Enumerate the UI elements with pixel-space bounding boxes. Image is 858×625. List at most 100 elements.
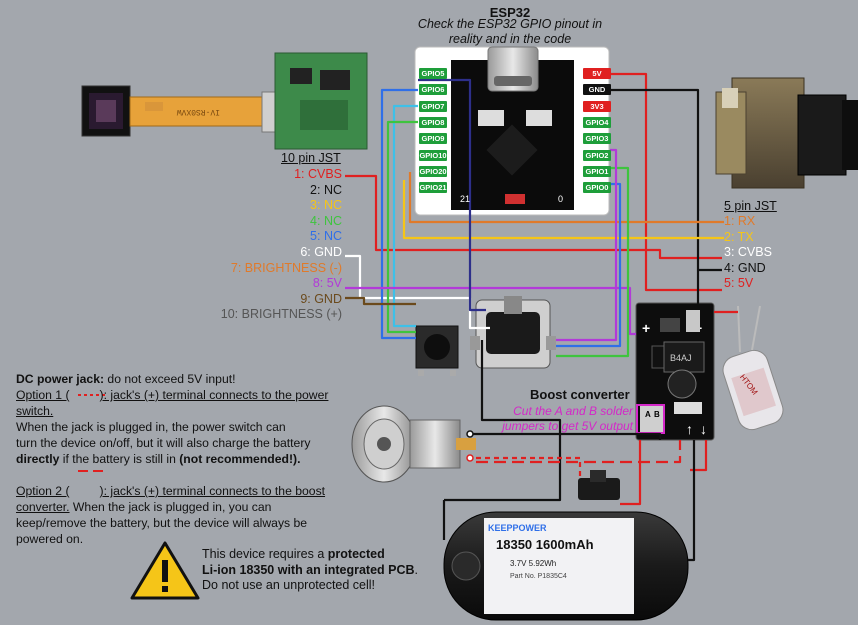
opt2-line2: converter.: [16, 500, 70, 514]
wire-gpio-blue: [380, 88, 418, 340]
wire-gnd-brown: [345, 296, 416, 306]
warning-l2a: Li-ion 18350 with an integrated PCB: [202, 562, 415, 577]
dc-jack-notes: DC power jack: do not exceed 5V input! O…: [16, 371, 356, 547]
jst10-pin-2: 2: NC: [310, 182, 342, 197]
wire-5v-red: [610, 72, 722, 292]
jst5-pin-4: 4: GND: [724, 260, 766, 275]
esp32-pin-gpio8: GPIO8: [419, 116, 447, 128]
jst5-pin-5: 5: 5V: [724, 276, 754, 291]
wire-vin-red: [620, 440, 642, 506]
wire-jack-opt1: [476, 456, 582, 480]
wire-bplus-red: [690, 440, 708, 472]
esp32-note-line2: reality and in the code: [448, 32, 572, 46]
battery-model: 18350 1600mAh: [496, 537, 594, 552]
boost-chip-label: B4AJ: [670, 353, 692, 363]
battery-brand: KEEPPOWER: [488, 523, 547, 533]
jst10-pin-3: 3: NC: [310, 198, 342, 213]
wire-gpio-navy: [418, 78, 486, 312]
opt1-line3: turn the device on/off, but it will also…: [16, 436, 311, 450]
esp32-pin-gpio20: GPIO20: [419, 165, 447, 177]
wire-gpio-purple: [345, 286, 636, 336]
warning-l3: Do not use an unprotected cell!: [202, 578, 376, 592]
warning-text: This device requires a protected Li-ion …: [202, 547, 442, 594]
opt1-bold1: directly: [16, 452, 60, 466]
esp32-pin-gpio10: GPIO10: [419, 149, 447, 161]
power-switch: [578, 470, 620, 500]
esp32-pin-gpio7: GPIO7: [419, 100, 447, 112]
wire-gpio3-purple: [556, 148, 618, 342]
wire-jack-opt2: [476, 440, 682, 464]
boost-title: Boost converter: [530, 387, 630, 402]
opt1-suffix: ): jack's (+) terminal connects to the p…: [16, 388, 329, 418]
opt1-prefix: Option 1 (: [16, 388, 70, 402]
opt2-line3: keep/remove the battery, but the device …: [16, 516, 308, 530]
esp32-pin-gpio5: GPIO5: [419, 68, 447, 79]
wire-tx-yellow: [402, 180, 724, 240]
jst10-pin-1: 1: CVBS: [294, 167, 342, 181]
warning-icon: [130, 541, 200, 600]
wires: [345, 72, 738, 562]
dc-power-jack: [351, 405, 476, 483]
esp32-pin-gpio2: GPIO2: [583, 149, 611, 161]
jst10-pin-8: 8: 5V: [312, 276, 342, 291]
opt1-bold2: (not recommended!).: [179, 452, 301, 466]
esp32-pin-gpio21: GPIO21: [419, 182, 447, 194]
battery-part: Part No. P1835C4: [510, 573, 567, 580]
svg-text:↓: ↓: [700, 421, 707, 437]
opt2-prefix: Option 2 (: [16, 484, 70, 498]
sensor-pcb-label: IV-RS0XVW: [177, 107, 220, 116]
svg-text:+: +: [642, 320, 650, 336]
jst10-pin-10: 10: BRIGHTNESS (+): [220, 307, 342, 322]
esp32-title: ESP32: [489, 5, 531, 20]
jst10-pin-7: 7: BRIGHTNESS (-): [230, 260, 342, 275]
battery-18350: [443, 511, 689, 621]
jst5-pin-2: 2: TX: [724, 229, 754, 244]
jst5-title: 5 pin JST: [724, 199, 777, 213]
esp32-pin-gpio6: GPIO6: [419, 84, 447, 96]
wire-gpio-green: [386, 120, 418, 334]
warning-l1b: protected: [327, 547, 385, 561]
battery-spec: 3.7V 5.92Wh: [510, 559, 556, 568]
esp32-pin-gnd: GND: [583, 84, 611, 96]
push-button: [415, 325, 459, 376]
wire-gpio2-green: [556, 166, 630, 358]
opt2-suffix: ): jack's (+) terminal connects to the b…: [99, 484, 326, 498]
jst5-pin-3: 3: CVBS: [724, 245, 772, 260]
wire-jack-gnd: [470, 432, 662, 440]
opt1-mid: if the battery is still in: [59, 452, 180, 466]
jst10-pin-5: 5: NC: [310, 229, 342, 244]
camera-module: [715, 77, 858, 189]
esp32-pin-gpio1: GPIO1: [583, 165, 611, 177]
warning-l1a: This device requires a: [202, 547, 328, 561]
boost-note: Cut the A and B solder jumpers to get 5V…: [488, 404, 633, 434]
esp32-pin-gpio9: GPIO9: [419, 133, 447, 145]
dc-jack-title-rest: do not exceed 5V input!: [104, 372, 236, 386]
boost-note-line2: jumpers to get 5V output: [502, 419, 633, 433]
esp32-pin-gpio0: GPIO0: [583, 182, 611, 194]
warning-l2b: .: [414, 562, 419, 577]
opt1-line2: When the jack is plugged in, the power s…: [16, 420, 286, 434]
wire-gnd-black: [610, 88, 722, 272]
esp32-note-line1: Check the ESP32 GPIO pinout in: [417, 17, 603, 31]
esp32-pin-0: 0: [558, 194, 564, 204]
boost-converter-board: + + ↑ ↓: [635, 302, 715, 441]
opt2-line4: powered on.: [16, 532, 84, 546]
esp32-pin-3v3: 3V3: [583, 100, 611, 112]
jst10-pin-6: 6: GND: [300, 244, 342, 259]
esp32-pin-gpio4: GPIO4: [583, 116, 611, 128]
navigation-switch: [470, 296, 556, 369]
wire-cvbs-white: [345, 254, 490, 330]
jst10-pin-4: 4: NC: [310, 213, 342, 228]
svg-text:↑: ↑: [686, 421, 693, 437]
wire-batt-black: [444, 340, 562, 502]
wire-bminus-black: [688, 440, 696, 562]
boost-pad-a: A: [645, 410, 651, 419]
jst10-title: 10 pin JST: [281, 151, 341, 165]
boost-note-line1: Cut the A and B solder: [513, 404, 633, 418]
dc-jack-title: DC power jack:: [16, 372, 105, 386]
boost-pad-b: B: [654, 410, 660, 419]
